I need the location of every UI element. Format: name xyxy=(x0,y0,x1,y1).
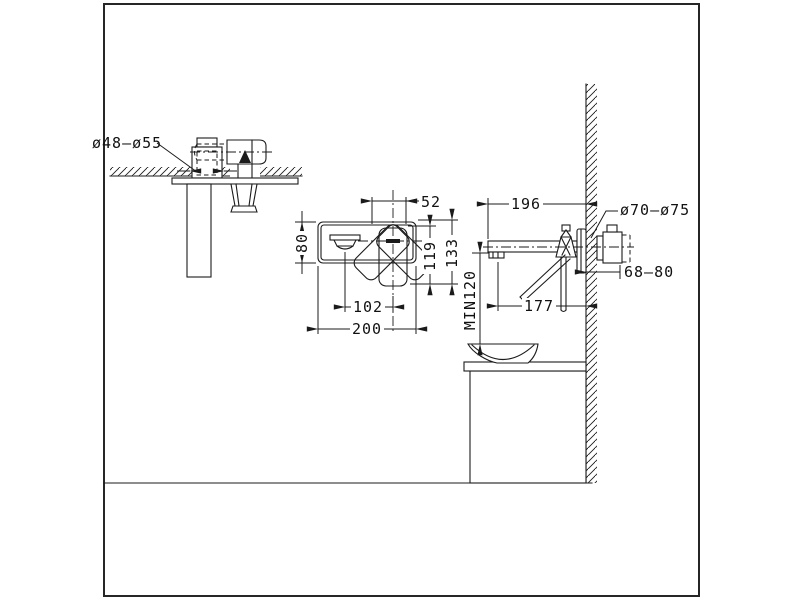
dim196-text-bg xyxy=(509,196,543,211)
deck-section-view: ø48–ø55 xyxy=(92,134,303,278)
dim-handle-width: 52 xyxy=(421,193,441,211)
outlet-funnel xyxy=(230,183,258,207)
dim-spout-reach: 196 xyxy=(511,195,541,213)
spout-outlet-front xyxy=(333,239,357,250)
plate-inner-line xyxy=(320,224,414,261)
handle-cone xyxy=(555,229,577,258)
handle-centerlines xyxy=(358,190,430,334)
aerator-lines xyxy=(492,251,499,259)
outlet-inner-lines xyxy=(235,183,253,207)
front-view: 52 80 119 133 102 200 xyxy=(293,190,461,338)
sheet-border xyxy=(103,3,700,597)
aerator xyxy=(488,251,505,259)
tee-stem xyxy=(237,163,253,179)
lever-down-position xyxy=(519,254,571,302)
dim-wall-depth: 68–80 xyxy=(624,263,674,281)
vanity-cabinet xyxy=(469,370,587,484)
supply-pipe xyxy=(186,183,212,278)
dim133-text-bg xyxy=(444,235,459,271)
dim-hole-diameter: ø48–ø55 xyxy=(92,134,162,152)
dim-handle-height: 119 xyxy=(421,241,439,271)
spout-front xyxy=(329,234,361,241)
vessel-basin xyxy=(467,343,539,364)
handle-cone-detail xyxy=(560,236,572,256)
dim-plate-height: 80 xyxy=(293,233,311,253)
dim80-extensions xyxy=(295,211,316,274)
inwall-body-nub xyxy=(606,224,618,233)
dim-min-clearance: MIN120 xyxy=(461,270,479,330)
dim200-extensions xyxy=(317,266,417,334)
side-view: 196 ø70–ø75 68–80 177 MIN120 xyxy=(103,83,690,484)
body-back-flange xyxy=(596,235,604,261)
hole-leader xyxy=(156,142,198,173)
plate-outline xyxy=(317,221,417,264)
dim177-text-bg xyxy=(522,298,556,313)
dim-plate-width: 200 xyxy=(352,320,382,338)
flow-arrow xyxy=(239,150,251,163)
lever-vertical-position xyxy=(560,257,567,313)
dim200-text-bg xyxy=(350,321,384,336)
escutcheon-leader xyxy=(590,210,618,239)
dim-spout-to-handle: 102 xyxy=(353,298,383,316)
mounting-flange xyxy=(171,177,299,185)
dim102-text-bg xyxy=(351,299,385,314)
handle-rotated-right xyxy=(353,224,410,281)
valve-top-step xyxy=(196,137,218,148)
outlet-rim xyxy=(230,205,258,213)
valve-hidden-core xyxy=(196,150,218,176)
dim119-text-bg xyxy=(422,238,437,274)
dim-total-height: 133 xyxy=(443,238,461,268)
dim-outlet-to-wall: 177 xyxy=(524,297,554,315)
inwall-body xyxy=(602,231,623,264)
inwall-hidden-lines xyxy=(622,234,631,263)
dim80-text-bg xyxy=(294,231,309,255)
label-escutcheon-diameter: ø70–ø75 xyxy=(620,201,690,219)
wall-hatch xyxy=(586,84,597,483)
